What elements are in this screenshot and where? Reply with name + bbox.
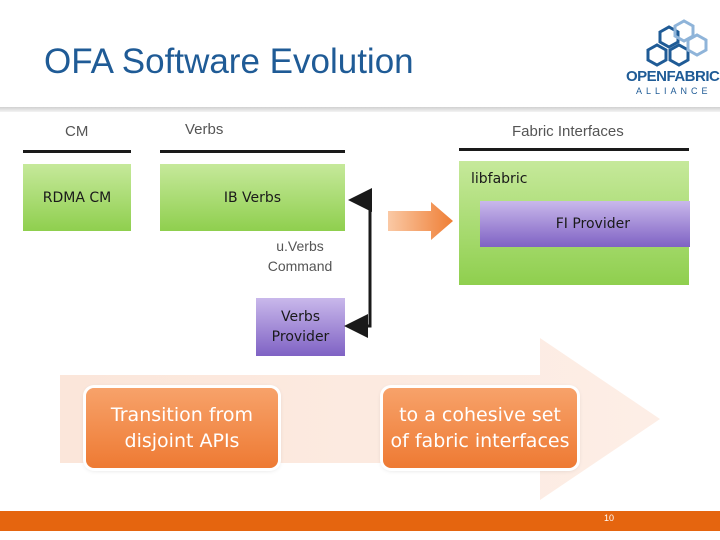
cm-divider [23,150,131,153]
rdma-cm-label: RDMA CM [42,189,112,206]
transition-to-box: to a cohesive set of fabric interfaces [383,388,577,468]
small-transition-arrow-icon [388,202,453,240]
logo-wordmark: OPENFABRICS [626,68,720,85]
fabric-divider [459,148,689,151]
logo-subtitle: ALLIANCE [636,86,712,96]
transition-from-box: Transition from disjoint APIs [86,388,278,468]
column-label-cm: CM [65,123,89,140]
verbs-provider-line2: Provider [271,329,330,345]
page-number: 10 [604,513,615,523]
fi-provider-label: FI Provider [555,216,630,232]
transition-to-line2: of fabric interfaces [390,430,570,452]
openfabrics-logo-icon [646,19,708,67]
uverbs-command-label: u.Verbs Command [240,236,360,276]
column-label-fabric: Fabric Interfaces [512,123,624,140]
footer-bar [0,511,720,531]
transition-to-line1: to a cohesive set [399,404,561,426]
header-divider [0,107,720,112]
verbs-provider-line1: Verbs [280,309,321,325]
slide-title: OFA Software Evolution [44,42,414,81]
verbs-provider-box: Verbs Provider [256,298,345,356]
transition-from-line2: disjoint APIs [124,430,240,452]
column-label-verbs: Verbs [185,121,224,138]
uverbs-line1: u.Verbs [276,238,324,254]
rdma-cm-box: RDMA CM [23,164,131,231]
uverbs-line2: Command [267,258,333,274]
ib-verbs-box: IB Verbs [160,164,345,231]
libfabric-label: libfabric [471,171,528,187]
ib-verbs-label: IB Verbs [223,189,282,206]
verbs-divider [160,150,345,153]
fi-provider-box: FI Provider [480,201,690,247]
transition-from-line1: Transition from [110,404,254,426]
